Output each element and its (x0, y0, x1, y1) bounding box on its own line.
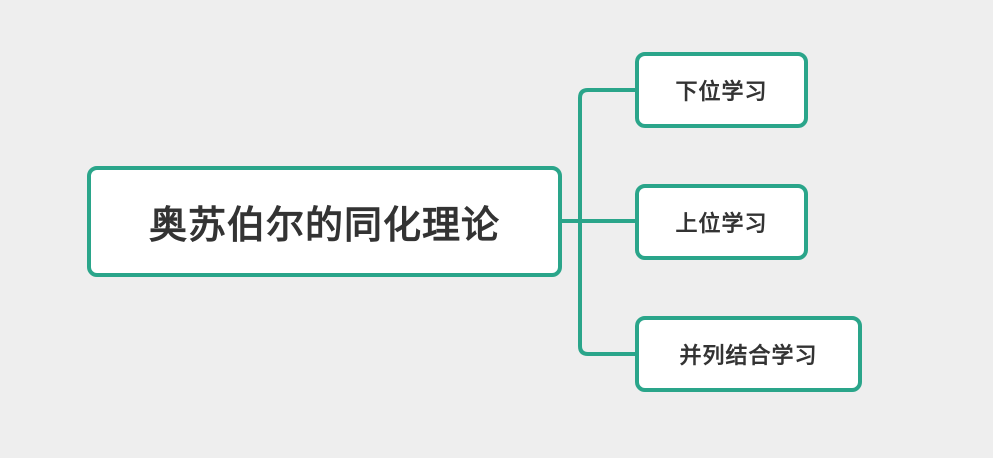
connector-vertical-spine (578, 88, 589, 356)
root-node[interactable]: 奥苏伯尔的同化理论 (87, 166, 562, 277)
child-node-subordinate-learning[interactable]: 下位学习 (635, 52, 808, 128)
child-node-label: 并列结合学习 (679, 344, 818, 369)
child-node-label: 下位学习 (675, 80, 768, 105)
child-node-combinatorial-learning[interactable]: 并列结合学习 (635, 316, 862, 392)
child-node-superordinate-learning[interactable]: 上位学习 (635, 184, 808, 260)
child-node-label: 上位学习 (675, 212, 768, 237)
root-node-label: 奥苏伯尔的同化理论 (148, 203, 500, 247)
